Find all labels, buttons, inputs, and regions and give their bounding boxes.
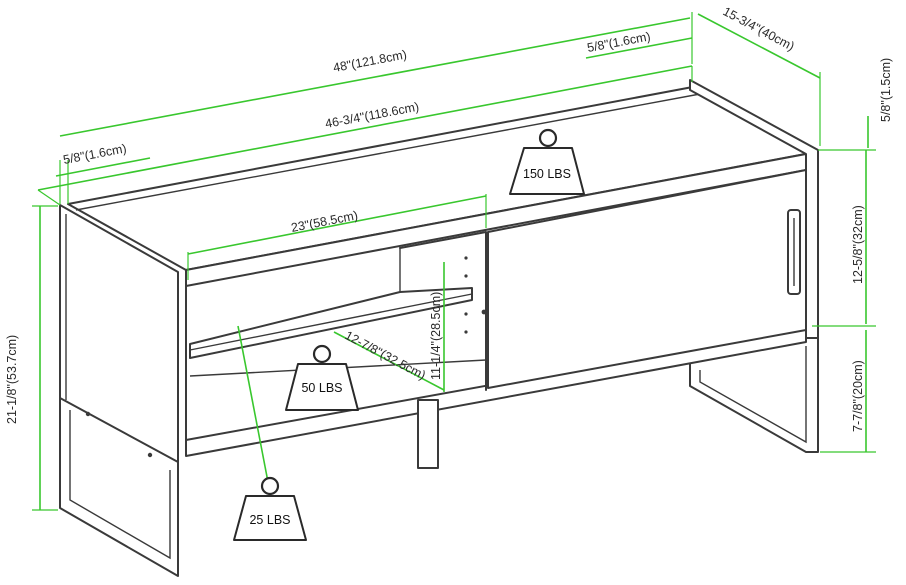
- shelf-peg-hole: [464, 312, 468, 316]
- shelf-peg-hole: [464, 330, 468, 334]
- left-frame-screw: [85, 411, 91, 417]
- left-thickness-label: 5/8"(1.6cm): [62, 141, 128, 167]
- door-stopper: [481, 309, 487, 315]
- top-back-edge: [75, 93, 701, 211]
- right-leg-frame-inner: [699, 346, 807, 444]
- upper-height-label: 12-5/8"(32cm): [851, 205, 865, 284]
- right-thickness-line: [585, 37, 693, 59]
- shelf-width-line: [187, 195, 487, 255]
- overall-width-label: 48"(121.8cm): [332, 47, 408, 74]
- left-frame-screw: [147, 452, 153, 458]
- extension-line: [37, 189, 61, 206]
- overall-width-line: [37, 65, 693, 191]
- bottom-weight-label: 25 LBS: [249, 513, 290, 527]
- left-thickness-line: [55, 157, 151, 177]
- weight-icon: [285, 344, 359, 411]
- compartment-divider: [399, 231, 487, 391]
- shelf-depth-line: [333, 331, 445, 391]
- center-leg: [417, 399, 439, 469]
- shelf-peg-hole: [464, 274, 468, 278]
- dimension-lines: [32, 12, 876, 511]
- weight-top: 150 LBS: [509, 128, 585, 195]
- weight-icon: [233, 476, 307, 541]
- weight-shelf: 50 LBS: [285, 344, 359, 411]
- middle-shelf-edge: [189, 293, 473, 351]
- left-leg-frame-inner: [69, 410, 171, 560]
- top-weight-label: 150 LBS: [523, 167, 571, 181]
- right-leg-frame-outer: [689, 337, 819, 453]
- shelf-peg-hole: [464, 256, 468, 260]
- sliding-door: [487, 169, 807, 389]
- shelf-depth-label: 12-7/8"(32.5cm): [343, 328, 428, 382]
- tv-stand-drawing: [59, 79, 819, 577]
- shelf-height-label: 11-1/4"(28.5cm): [429, 292, 443, 380]
- lower-height-label: 7-7/8"(20cm): [851, 360, 865, 432]
- depth-line: [697, 13, 821, 79]
- bottom-weight-pointer: [237, 325, 269, 483]
- weight-icon: [509, 128, 585, 195]
- total-height-label: 21-1/8"(53.7cm): [5, 335, 19, 424]
- left-leg-frame-outer: [59, 397, 179, 577]
- shelf-weight-label: 50 LBS: [301, 381, 342, 395]
- top-thickness-label: 5/8"(1.5cm): [879, 58, 893, 122]
- weight-bottom: 25 LBS: [233, 476, 307, 541]
- inner-width-line: [59, 17, 691, 137]
